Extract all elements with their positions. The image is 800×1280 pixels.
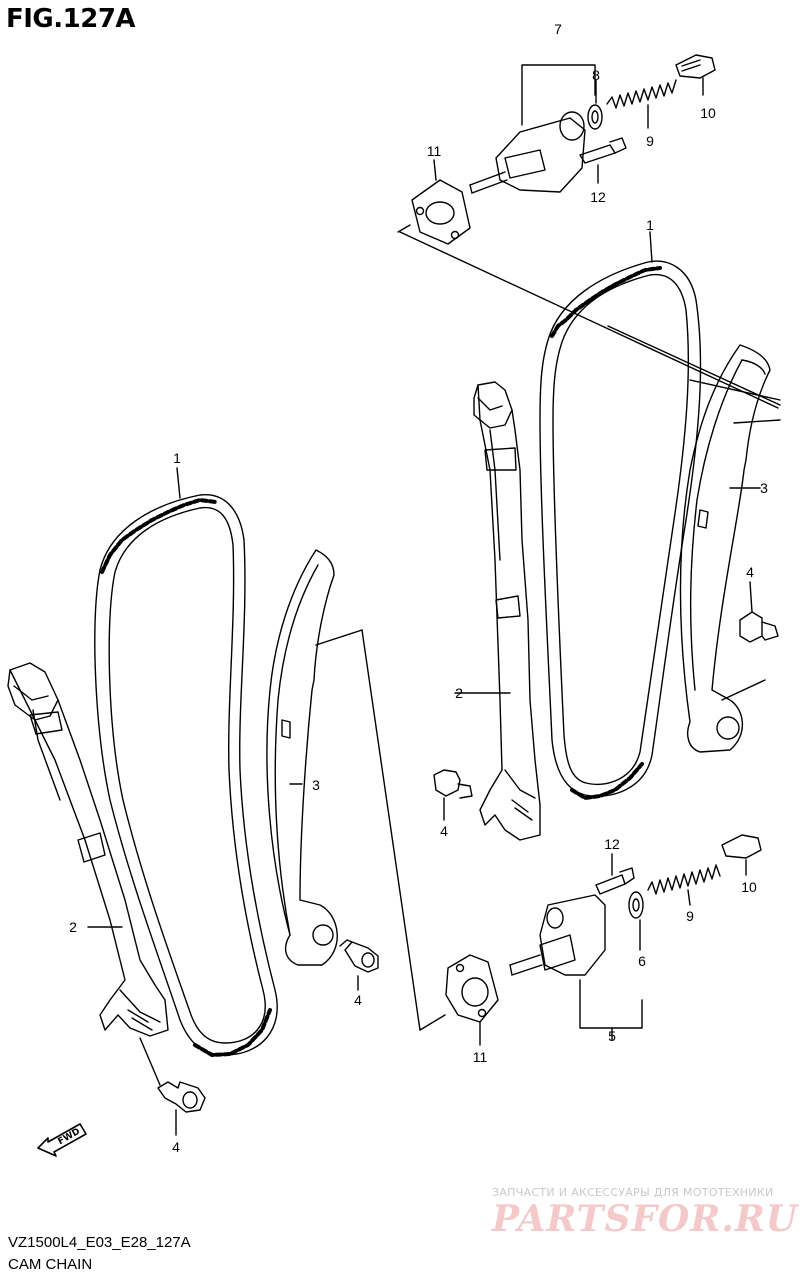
- chain-guide-lower: [266, 549, 446, 1031]
- callout-label: 10: [700, 105, 716, 121]
- upper-tensioner-assembly: [397, 54, 779, 409]
- chain-guide-upper: [679, 344, 781, 753]
- callout-label: 1: [173, 450, 181, 466]
- callout-label: 7: [554, 21, 562, 37]
- spring-9-lower: [647, 864, 721, 895]
- callout-label: 11: [473, 1049, 488, 1065]
- callout-label: 1: [646, 217, 654, 233]
- tensioner-body-upper: [495, 117, 586, 193]
- callout-label: 2: [455, 685, 463, 701]
- bolt-4-lower-left: [139, 1037, 206, 1136]
- bolt-10: [675, 54, 716, 79]
- callout-label: 4: [172, 1139, 180, 1155]
- bolt-4-lower-right: [339, 939, 379, 991]
- callout-label: 12: [590, 189, 606, 205]
- gasket-lower: [445, 954, 499, 1023]
- washer-8: [587, 104, 603, 130]
- cam-chain-lower: [94, 467, 278, 1057]
- callout-label: 8: [592, 67, 600, 83]
- callout-label: 10: [741, 879, 757, 895]
- callout-label: 9: [646, 133, 654, 149]
- gasket-hole: [425, 201, 455, 225]
- spring-9: [606, 79, 677, 109]
- bolt-4-upper-left: [433, 769, 473, 821]
- callout-label: 6: [638, 953, 646, 969]
- section-name: CAM CHAIN: [8, 1256, 93, 1273]
- tensioner-arm-lower: [7, 662, 169, 1037]
- callout-label: 3: [760, 480, 768, 496]
- lower-tensioner-assembly: [445, 834, 762, 1046]
- bolt-4-upper-right: [739, 581, 779, 643]
- bolt-12-lower: [595, 874, 626, 895]
- callout-label: 4: [746, 564, 754, 580]
- callout-label: 9: [686, 908, 694, 924]
- gasket-upper: [411, 179, 471, 245]
- tensioner-arm-upper: [454, 381, 541, 841]
- watermark-brand: PARTSFOR.RU: [492, 1198, 799, 1240]
- model-code: VZ1500L4_E03_E28_127A: [8, 1234, 191, 1251]
- bolt-12: [579, 144, 616, 164]
- callout-label: 2: [69, 919, 77, 935]
- watermark-tagline: ЗАПЧАСТИ И АКСЕССУАРЫ ДЛЯ МОТОТЕХНИКИ: [492, 1186, 774, 1199]
- callout-label: 4: [440, 823, 448, 839]
- callout-labels: 7 8 10 9 11 12 1 3 4 2 4 1 3 2 4 4 12 10…: [69, 21, 768, 1155]
- callout-label: 11: [427, 143, 442, 159]
- cam-chain-upper: [539, 231, 781, 800]
- bracket-7: [521, 64, 596, 126]
- tensioner-body-lower: [539, 894, 606, 976]
- figure-title: FIG.127A: [6, 4, 136, 34]
- callout-label: 4: [354, 992, 362, 1008]
- washer-6: [628, 891, 644, 919]
- bolt-10-lower: [721, 834, 762, 859]
- callout-label: 3: [312, 777, 320, 793]
- fwd-direction-arrow: [37, 1123, 87, 1157]
- callout-label: 5: [608, 1028, 616, 1044]
- callout-label: 12: [604, 836, 620, 852]
